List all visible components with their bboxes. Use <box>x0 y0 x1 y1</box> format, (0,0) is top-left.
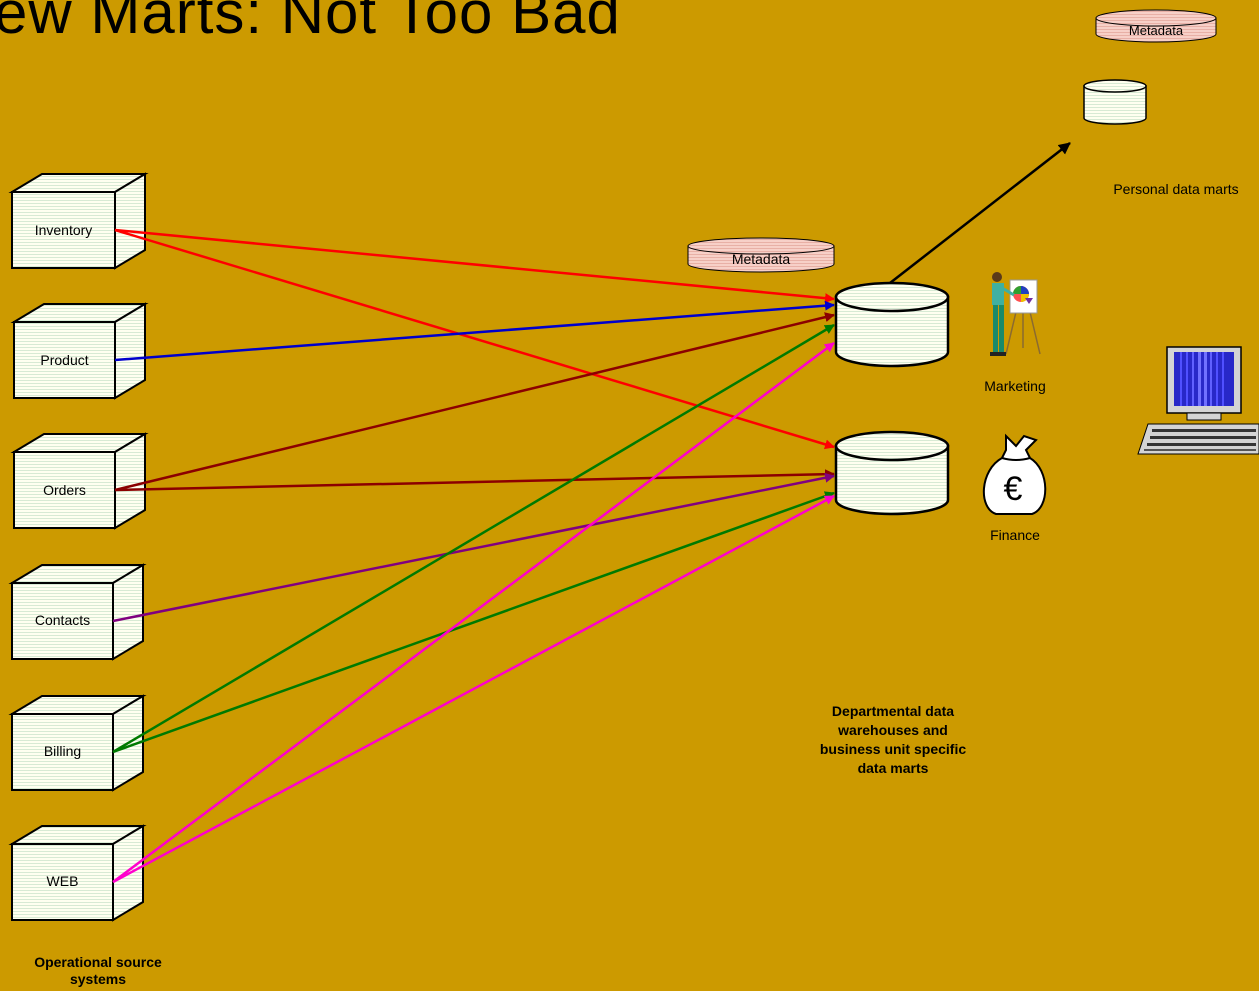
computer-icon <box>1137 346 1259 455</box>
arrow-billing-marketing <box>112 323 835 754</box>
personal-metadata-disk <box>1095 9 1217 43</box>
source-box-web <box>8 824 147 922</box>
arrow-contacts-finance <box>112 472 835 623</box>
arrow-web-finance <box>112 494 835 884</box>
arrow-billing-finance <box>112 491 835 754</box>
source-box-inventory <box>8 172 149 270</box>
dept-metadata-label: Metadata <box>731 251 791 267</box>
source-box-billing <box>8 694 147 792</box>
source-label-web: WEB <box>46 873 79 889</box>
arrow-web-marketing <box>112 341 835 884</box>
finance-database-cylinder <box>834 430 950 516</box>
arrow-to-personal-marts <box>889 142 1071 284</box>
marketing-label: Marketing <box>984 378 1046 394</box>
source-label-inventory: Inventory <box>34 222 93 238</box>
personal-marts-caption: Personal data marts <box>1113 181 1239 197</box>
source-box-orders <box>10 432 149 530</box>
source-label-product: Product <box>40 352 89 368</box>
source-label-contacts: Contacts <box>34 612 91 628</box>
source-systems-caption: Operational source systems <box>34 954 162 987</box>
source-label-orders: Orders <box>43 482 86 498</box>
dept-metadata-disk <box>687 237 835 273</box>
svg-text:€: € <box>1004 470 1023 508</box>
source-box-product <box>10 302 149 400</box>
personal-metadata-label: Metadata <box>1128 23 1184 38</box>
arrow-orders-marketing <box>114 312 835 492</box>
arrow-product-marketing <box>114 300 835 362</box>
presenter-icon <box>990 272 1041 356</box>
page-title: ew Marts: Not Too Bad <box>0 0 621 46</box>
arrow-inventory-marketing <box>114 228 835 304</box>
money-bag-icon: € <box>982 433 1047 515</box>
arrow-orders-finance <box>114 469 835 492</box>
finance-label: Finance <box>990 527 1040 543</box>
personal-database-cylinder <box>1083 79 1147 125</box>
arrow-inventory-finance <box>114 228 835 450</box>
marketing-database-cylinder <box>834 281 950 368</box>
source-label-billing: Billing <box>43 743 82 759</box>
departmental-caption: Departmental data warehouses and busines… <box>819 703 967 776</box>
